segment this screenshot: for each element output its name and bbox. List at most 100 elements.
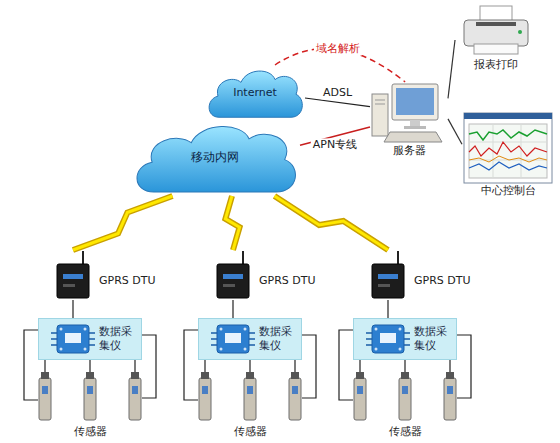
shape-path: [457, 335, 471, 398]
connector: [448, 40, 455, 98]
shape-polyline: [469, 142, 547, 156]
connector: [250, 360, 251, 372]
shape-rect: [223, 274, 243, 279]
data-collector: 数据采集仪: [353, 318, 457, 360]
shape-circle: [60, 328, 63, 331]
shape-line: [375, 100, 385, 101]
network-cloud: 移动内网: [130, 118, 300, 196]
shape-line: [404, 360, 405, 372]
shape-rect: [87, 386, 93, 394]
shape-circle: [518, 30, 522, 34]
shape-rect: [401, 372, 409, 379]
shape-rect: [372, 264, 404, 298]
printer-label: 报表打印: [474, 58, 518, 72]
shape-line: [242, 251, 244, 264]
shape-use: [354, 372, 366, 420]
shape-path: [134, 360, 135, 372]
gprs-dtu: GPRS DTU: [55, 250, 91, 300]
cloud-label: Internet: [233, 86, 277, 100]
sensor-node: 传感器: [83, 372, 97, 422]
collector-label: 数据采集仪: [259, 325, 292, 353]
network-cloud: Internet: [205, 65, 305, 120]
sensor-node: 传感器: [398, 372, 412, 422]
connector: [300, 127, 370, 145]
shape-rect: [247, 386, 253, 394]
shape-rect: [57, 264, 89, 298]
shape-rect: [84, 378, 96, 420]
dtu-label: GPRS DTU: [414, 274, 471, 288]
shape-circle: [375, 348, 378, 351]
sensor-label: 传感器: [74, 425, 107, 439]
shape-path: [449, 360, 450, 372]
edge-label: APN专线: [311, 139, 359, 152]
shape-circle: [244, 328, 247, 331]
shape-rect: [246, 372, 254, 379]
connector: [388, 300, 389, 318]
shape-rect: [225, 333, 241, 343]
dtu-icon: [55, 250, 91, 300]
edge-label: 域名解析: [314, 43, 362, 56]
connector: [73, 300, 74, 318]
collector-label: 数据采集仪: [99, 325, 132, 353]
shape-path: [275, 196, 389, 250]
shape-path: [204, 360, 205, 372]
sensor-icon: [398, 372, 412, 422]
shape-line: [72, 300, 73, 318]
shape-polyline: [469, 130, 547, 140]
cloud-label: 移动内网: [191, 150, 239, 165]
connector: [225, 196, 239, 250]
collector-label: 数据采集仪: [414, 325, 447, 353]
collector-icon: [51, 321, 95, 357]
shape-circle: [84, 348, 87, 351]
shape-rect: [244, 378, 256, 420]
shape-path: [137, 127, 295, 193]
shape-rect: [86, 372, 94, 379]
shape-line: [375, 104, 385, 105]
shape-path: [275, 196, 389, 250]
shape-path: [142, 335, 156, 398]
shape-rect: [57, 325, 89, 353]
sensor-label: 传感器: [234, 425, 267, 439]
shape-rect: [378, 284, 390, 287]
shape-rect: [402, 386, 408, 394]
shape-line: [82, 251, 84, 264]
shape-use: [129, 372, 141, 420]
shape-line: [387, 300, 388, 318]
connector: [73, 196, 173, 250]
shape-path: [184, 330, 198, 400]
shape-rect: [372, 325, 404, 353]
collector-icon: [366, 321, 410, 357]
console-label: 中心控制台: [481, 184, 536, 198]
connector: [233, 300, 234, 318]
shape-path: [209, 71, 302, 117]
sensor-icons: [39, 372, 456, 420]
shape-circle: [399, 328, 402, 331]
shape-rect: [396, 88, 434, 115]
data-collector: 数据采集仪: [198, 318, 302, 360]
shape-rect: [65, 333, 81, 343]
shape-circle: [399, 348, 402, 351]
connector: [90, 360, 91, 372]
shape-rect: [399, 378, 411, 420]
shape-line: [305, 98, 370, 107]
shape-path: [359, 360, 360, 372]
shape-line: [300, 127, 370, 145]
gprs-dtu: GPRS DTU: [215, 250, 251, 300]
sensor-icon: [83, 372, 97, 422]
shape-rect: [217, 264, 249, 298]
console-node: 中心控制台: [462, 112, 554, 204]
shape-line: [89, 360, 90, 372]
connector: [448, 119, 462, 144]
shape-circle: [375, 328, 378, 331]
shape-line: [232, 300, 233, 318]
console-screen: [463, 112, 553, 184]
dtu-icon: [215, 250, 251, 300]
shape-path: [44, 360, 45, 372]
shape-line: [397, 251, 399, 264]
shape-rect: [464, 113, 552, 183]
shape-line: [448, 119, 462, 144]
shape-path: [275, 49, 405, 82]
shape-rect: [223, 284, 235, 287]
